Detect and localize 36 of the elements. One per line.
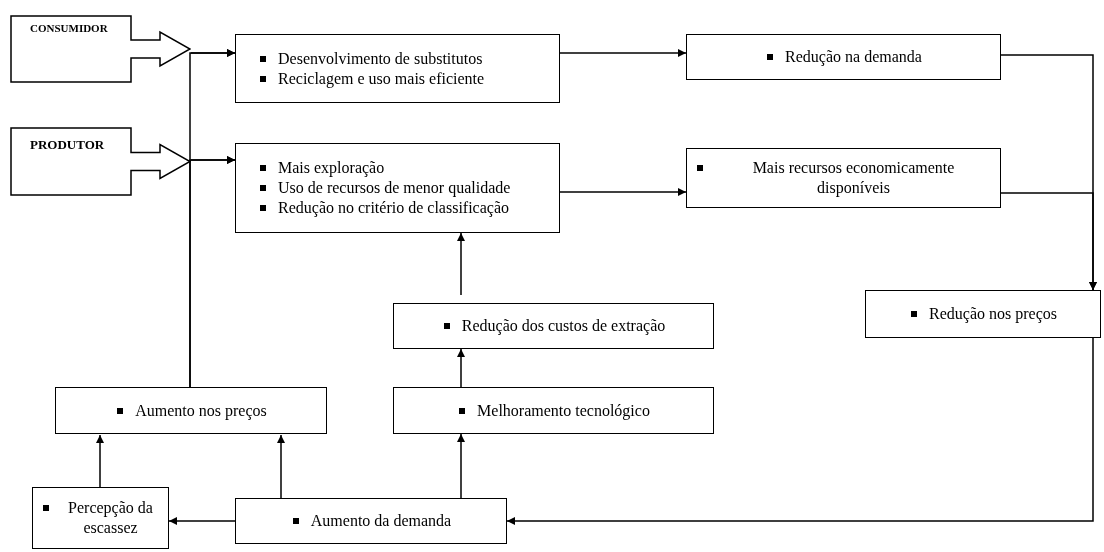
bullet-item: Mais exploração (258, 158, 385, 178)
bullet-item: Redução no critério de classificação (258, 198, 509, 218)
arrow (189, 156, 236, 388)
arrow (457, 433, 465, 499)
process-box (235, 498, 507, 544)
process-box (865, 290, 1101, 338)
bullet-item: Mais recursos economicamente disponíveis (695, 158, 992, 198)
bullet-item: Redução na demanda (765, 47, 922, 67)
bullet-item: Desenvolvimento de substitutos (258, 48, 483, 69)
actor-label: CONSUMIDOR (30, 22, 108, 34)
process-box (393, 387, 714, 434)
arrow (506, 337, 1094, 525)
arrow (168, 517, 236, 525)
arrow (277, 434, 285, 499)
bullet-item: Melhoramento tecnológico (457, 400, 650, 421)
bullet-item: Reciclagem e uso mais eficiente (258, 68, 485, 89)
arrow (457, 232, 465, 296)
process-box (55, 387, 327, 434)
process-box (235, 34, 560, 103)
actor-label: PRODUTOR (30, 137, 105, 153)
arrow (457, 348, 465, 388)
process-box (686, 148, 1001, 208)
arrow (559, 188, 687, 196)
process-box (393, 303, 714, 349)
bullet-item: Percepção da escassez (41, 498, 160, 538)
bullet-item: Redução dos custos de extração (441, 316, 666, 336)
arrow (1000, 192, 1097, 291)
bullet-item: Uso de recursos de menor qualidade (258, 178, 511, 198)
process-box (686, 34, 1001, 80)
process-box (235, 143, 560, 233)
arrow (559, 49, 687, 57)
bullet-item: Redução nos preços (909, 304, 1057, 324)
process-box (32, 487, 169, 549)
bullet-item: Aumento nos preços (115, 400, 267, 421)
arrow (96, 434, 104, 488)
bullet-item: Aumento da demanda (290, 511, 452, 531)
